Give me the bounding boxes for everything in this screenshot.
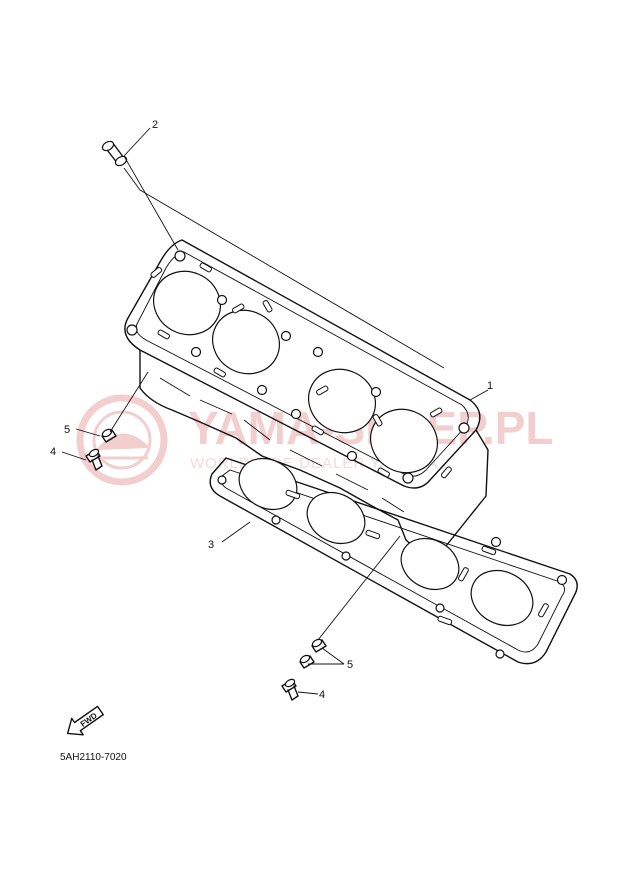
callout-1: 1 [487,380,493,392]
dowel-pin-top [101,140,128,167]
leader-lines [61,127,489,695]
callout-5-lower: 5 [347,659,353,671]
bolt-left [85,448,103,471]
callout-4-lower: 4 [319,689,325,701]
dowel-lower-1 [311,638,327,653]
callout-3: 3 [208,539,214,551]
callout-2: 2 [152,119,158,131]
watermark-logo [76,394,168,486]
fwd-arrow-icon: FWD [66,705,104,736]
callout-4-left: 4 [50,446,56,458]
bolt-lower [281,678,299,701]
fwd-label: FWD [79,711,99,729]
cylinder-gasket [209,457,578,665]
callout-5-left: 5 [64,424,70,436]
diagram-part-number: 5AH2110-7020 [60,752,127,763]
dowel-lower-2 [299,654,315,669]
